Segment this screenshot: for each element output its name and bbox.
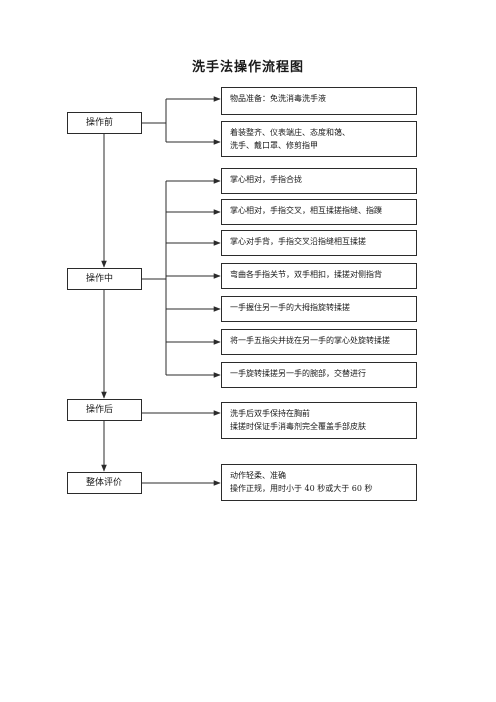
step-text: 物品准备：免洗消毒洗手液: [230, 94, 326, 103]
step-text: 掌心对手背，手指交叉沿指缝相互揉搓: [230, 237, 366, 246]
step-text: 将一手五指尖并拢在另一手的掌心处旋转揉搓: [230, 336, 390, 345]
stage-before-box: 操作前: [67, 112, 142, 134]
step-text: 洗手后双手保持在胸前: [230, 409, 310, 418]
step-text: 着装整齐、仪表端庄、态度和蔼、: [230, 128, 350, 137]
step-text: 操作正规，用时小于 40 秒或大于 60 秒: [230, 484, 373, 493]
step-after-1: 洗手后双手保持在胸前 揉搓时保证手消毒剂完全覆盖手部皮肤: [221, 402, 417, 439]
step-during-2: 掌心相对，手指交叉，相互揉搓指缝、指蹼: [221, 199, 417, 225]
stage-after-label: 操作后: [86, 405, 114, 415]
stage-after-box: 操作后: [67, 399, 142, 421]
diagram-title: 洗手法操作流程图: [191, 60, 304, 75]
step-during-3: 掌心对手背，手指交叉沿指缝相互揉搓: [221, 230, 417, 256]
step-text: 掌心相对，手指交叉，相互揉搓指缝、指蹼: [230, 206, 382, 215]
step-text: 弯曲各手指关节，双手相扣，揉搓对侧指背: [230, 270, 382, 279]
stage-before-label: 操作前: [86, 118, 114, 128]
step-before-1: 物品准备：免洗消毒洗手液: [221, 87, 417, 115]
stage-evaluation-label: 整体评价: [86, 478, 123, 488]
step-during-1: 掌心相对，手指合拢: [221, 168, 417, 194]
step-text: 掌心相对，手指合拢: [230, 175, 302, 184]
step-during-5: 一手握住另一手的大拇指旋转揉搓: [221, 296, 417, 322]
step-evaluation-1: 动作轻柔、准确 操作正规，用时小于 40 秒或大于 60 秒: [221, 464, 417, 501]
step-text: 动作轻柔、准确: [230, 471, 286, 480]
stage-during-label: 操作中: [86, 274, 114, 284]
step-before-2: 着装整齐、仪表端庄、态度和蔼、 洗手、戴口罩、修剪指甲: [221, 121, 417, 157]
step-text: 一手旋转揉搓另一手的腕部，交替进行: [230, 369, 366, 378]
step-during-7: 一手旋转揉搓另一手的腕部，交替进行: [221, 362, 417, 388]
step-text: 揉搓时保证手消毒剂完全覆盖手部皮肤: [230, 422, 366, 431]
step-text: 一手握住另一手的大拇指旋转揉搓: [230, 303, 350, 312]
step-during-4: 弯曲各手指关节，双手相扣，揉搓对侧指背: [221, 263, 417, 289]
stage-during-box: 操作中: [67, 268, 142, 290]
step-text: 洗手、戴口罩、修剪指甲: [230, 141, 318, 150]
step-during-6: 将一手五指尖并拢在另一手的掌心处旋转揉搓: [221, 329, 417, 355]
stage-evaluation-box: 整体评价: [67, 472, 142, 494]
